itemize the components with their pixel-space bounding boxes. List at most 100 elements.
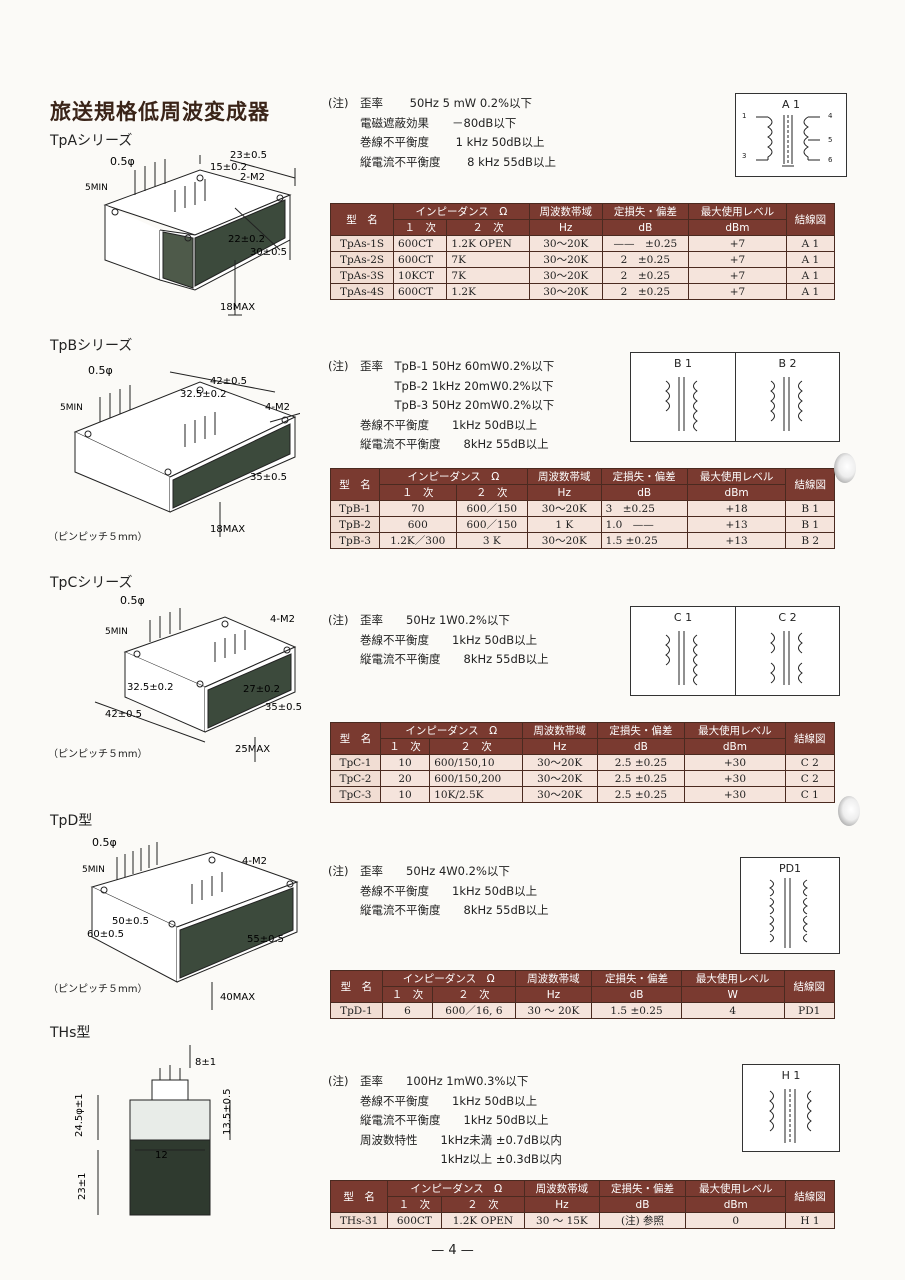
- table-header-cell: インピーダンス Ω: [387, 1180, 526, 1197]
- table-cell: +7: [687, 283, 787, 300]
- table-cell: 30～20K: [528, 251, 603, 268]
- wiring-label: B 1: [673, 357, 693, 370]
- table-cell: 30～20K: [521, 754, 598, 771]
- table-cell: 10KCT: [393, 267, 448, 284]
- col-primary: １ 次: [393, 219, 448, 236]
- table-header-cell: Hz: [521, 738, 598, 755]
- series-title-tpc: TpCシリーズ: [50, 575, 133, 591]
- table-cell: (注) 参照: [598, 1212, 687, 1229]
- wiring-diagram-h1: H 1: [742, 1064, 840, 1152]
- col-wiring: 結線図: [785, 203, 836, 236]
- text-label: 巻線不平衡度 1kHz 50dB以上: [360, 1093, 538, 1108]
- table-header-cell: ２ 次: [432, 986, 516, 1003]
- table-header-cell: dB: [596, 738, 686, 755]
- table-header-cell: １ 次: [379, 738, 431, 755]
- dim-width: 60±0.5: [87, 929, 124, 940]
- tpb-dimension-drawing: 0.5φ 5MIN 42±0.5 32.5±0.2 4-M2 35±0.5 18…: [60, 364, 300, 537]
- table-header-cell: 最大使用レベル: [684, 722, 786, 739]
- table-header-cell: ２ 次: [455, 484, 528, 501]
- dim-depth: 35±0.5: [250, 472, 287, 483]
- table-cell: TpC-3: [330, 786, 381, 803]
- table-header-cell: dBm: [686, 484, 787, 501]
- table-cell: 30 ～ 20K: [514, 1002, 593, 1019]
- table-cell: +7: [687, 267, 787, 284]
- text-label: 歪率 TpB-1 50Hz 60mW0.2%以下: [360, 359, 555, 373]
- note-line: 電磁遮蔽効果 －80dB以下: [360, 115, 517, 130]
- table-cell: 30～20K: [528, 235, 603, 252]
- dim-pin-diameter: 0.5φ: [88, 364, 113, 377]
- col-dbm: dBm: [687, 219, 787, 236]
- table-header-cell: １ 次: [387, 1196, 442, 1213]
- table-cell: 600CT: [393, 235, 448, 252]
- text-label: 歪率 50Hz 1W0.2%以下: [360, 613, 510, 627]
- table-cell: 2 ±0.25: [601, 283, 689, 300]
- table-header-cell: １ 次: [381, 986, 434, 1003]
- text-label: TpB-2 1kHz 20mW0.2%以下: [360, 378, 554, 393]
- series-title-tpb: TpBシリーズ: [50, 338, 133, 354]
- dim-width: 42±0.5: [210, 376, 247, 387]
- table-cell: +13: [686, 516, 787, 533]
- table-header-cell: 結線図: [785, 1180, 835, 1213]
- table-cell: 600CT: [393, 251, 448, 268]
- table-cell: 600: [378, 516, 457, 533]
- table-header-cell: 結線図: [785, 468, 835, 501]
- dim-depth: 55±0.5: [247, 934, 284, 945]
- table-cell: 7K: [446, 267, 530, 284]
- dim-hole-pitch: 32.5±0.2: [180, 389, 227, 400]
- series-title-ths: THs型: [50, 1025, 91, 1041]
- wiring-diagram-c: C 1 C 2: [630, 606, 840, 696]
- table-cell: 30～20K: [528, 283, 603, 300]
- dim-height: 18MAX: [220, 302, 255, 313]
- dim-hole-pitch: 32.5±0.2: [127, 682, 174, 693]
- text-label: 1kHz以上 ±0.3dB以内: [360, 1152, 562, 1166]
- table-cell: +30: [684, 754, 786, 771]
- col-model: 型 名: [329, 203, 395, 236]
- dim-pin-diameter: 0.5φ: [120, 594, 145, 607]
- table-cell: 600CT: [393, 283, 448, 300]
- dim-depth: 35±0.5: [265, 702, 302, 713]
- dim-pin-span: 27±0.2: [243, 684, 280, 695]
- dim-depth: 30±0.5: [250, 247, 287, 258]
- transformer-symbol-icon: [665, 631, 698, 686]
- table-cell: +13: [686, 532, 787, 549]
- table-cell: C 1: [784, 786, 836, 803]
- table-cell: THs-31: [329, 1212, 389, 1229]
- table-cell: 30～20K: [521, 770, 598, 787]
- table-header-cell: 型 名: [329, 1180, 389, 1213]
- wiring-label: A 1: [781, 98, 801, 111]
- text-label: PD1: [778, 862, 802, 875]
- table-cell: 30～20K: [526, 532, 602, 549]
- table-header-cell: 結線図: [783, 970, 836, 1003]
- table-cell: 2.5 ±0.25: [596, 754, 686, 771]
- text-label: 歪率 100Hz 1mW0.3%以下: [360, 1074, 529, 1088]
- transformer-symbol-icon: [756, 115, 820, 167]
- table-header-cell: 定損失・偏差: [600, 468, 688, 485]
- table-header-cell: dBm: [685, 1196, 787, 1213]
- ths-dimension-drawing: 8±1 24.5φ±1 13.5±0.5 12 23±1: [74, 1045, 233, 1216]
- dim-width: 42±0.5: [105, 709, 142, 720]
- dim-diameter: 24.5φ±1: [74, 1093, 85, 1137]
- table-cell: TpC-1: [330, 754, 381, 771]
- pin-pitch-note: （ピンピッチ５mm）: [48, 984, 148, 995]
- table-header-cell: インピーダンス Ω: [381, 970, 516, 987]
- table-header-cell: Hz: [526, 484, 602, 501]
- text-label: 巻線不平衡度 1kHz 50dB以上: [360, 417, 538, 432]
- table-cell: +7: [687, 235, 787, 252]
- table-cell: 1.2K OPEN: [440, 1212, 526, 1229]
- tpb-notes: (注)歪率 TpB-1 50Hz 60mW0.2%以下 TpB-2 1kHz 2…: [328, 357, 554, 455]
- binder-hole-icon: [834, 453, 856, 483]
- table-cell: 2.5 ±0.25: [596, 770, 686, 787]
- table-cell: 1 K: [526, 516, 602, 533]
- table-cell: C 2: [784, 770, 836, 787]
- table-cell: TpB-3: [330, 532, 380, 549]
- table-header-cell: dBm: [684, 738, 786, 755]
- dim-pin-spacing: 12: [155, 1150, 168, 1161]
- table-cell: A 1: [785, 251, 836, 268]
- note-line: 巻線不平衡度 1 kHz 50dB以上: [360, 135, 545, 149]
- table-cell: 30～20K: [526, 500, 602, 517]
